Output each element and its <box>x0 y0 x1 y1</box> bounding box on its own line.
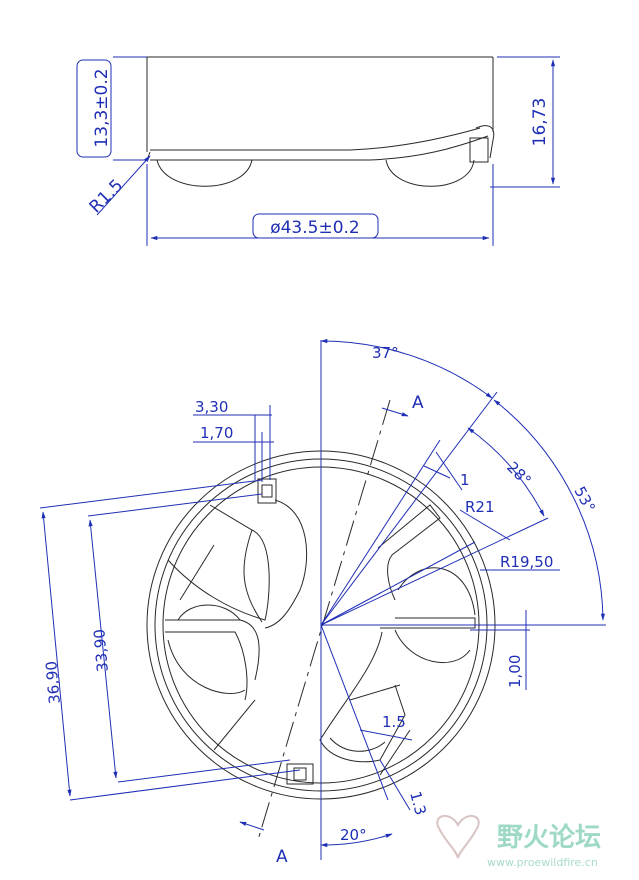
angle-20-label: 20° <box>340 826 367 844</box>
blade-upper-left <box>167 504 270 621</box>
angle-37-label: 37° <box>372 344 399 362</box>
angle-53-label: 53° <box>570 483 598 515</box>
dim-170-label: 1,70 <box>200 424 233 442</box>
clip-top <box>257 478 277 504</box>
r1950-label: R19,50 <box>500 553 553 571</box>
dim-3390-label: 33,90 <box>90 628 112 672</box>
blade-lower-tip <box>329 737 386 752</box>
watermark: 野火论坛 www.proewildfire.cn <box>436 815 601 869</box>
blade-right-sweep <box>394 629 471 664</box>
arc-28 <box>467 427 545 517</box>
dim-100-label: 1,00 <box>506 655 524 688</box>
linear-dimensions <box>39 405 560 811</box>
fillet-label: R1.5 <box>86 176 128 218</box>
section-label-top: A <box>412 393 424 413</box>
rib-2 <box>213 699 256 751</box>
angle-dimensions <box>320 338 606 848</box>
blade-lower <box>319 631 406 763</box>
arc-53 <box>493 399 606 621</box>
side-blade-left <box>156 159 253 187</box>
dim-15-label: 1.5 <box>382 713 406 731</box>
side-clip-curve <box>475 125 495 159</box>
rib-1 <box>179 544 215 601</box>
side-view-dimensions <box>76 56 560 246</box>
side-lip-upper <box>150 127 481 151</box>
blade-left-bottom <box>165 631 248 701</box>
side-view <box>146 56 495 187</box>
blade-left-top <box>165 619 260 681</box>
side-clip-block <box>469 137 489 163</box>
clip-bottom <box>286 763 314 785</box>
dim-3690-label: 36,90 <box>42 660 64 704</box>
side-lip-lower <box>150 135 489 161</box>
section-label-bottom: A <box>276 847 288 867</box>
blade-left-cap <box>177 604 241 621</box>
watermark-cn: 野火论坛 <box>497 823 601 853</box>
watermark-url: www.proewildfire.cn <box>487 856 598 869</box>
height-inner-label: 13,3±0.2 <box>92 68 112 147</box>
blade-right-dome <box>397 567 476 616</box>
arc-20 <box>320 833 393 848</box>
blade-right-upper <box>377 504 441 601</box>
dim-330-label: 3,30 <box>195 398 228 416</box>
blade-left-sweep <box>167 639 246 694</box>
blade-right-bar <box>380 617 476 629</box>
diameter-frame <box>252 213 379 239</box>
side-blade-right <box>385 159 475 187</box>
dim-13-label: 1.3 <box>406 789 430 817</box>
height-inner-frame <box>76 59 112 158</box>
dim-1-label: 1 <box>460 471 470 489</box>
watermark-butterfly-icon <box>436 815 480 859</box>
arc-37 <box>320 338 493 399</box>
center-lines <box>320 340 606 860</box>
height-total-label: 16,73 <box>530 98 550 147</box>
r21-label: R21 <box>465 498 495 516</box>
diameter-label: ø43.5±0.2 <box>270 218 360 238</box>
clip-top-inner <box>261 484 273 498</box>
blade-upper-left-hook <box>264 499 308 629</box>
blade-upper-left-curve <box>243 529 263 623</box>
blade-lower-line <box>349 684 401 701</box>
clip-bottom-inner <box>293 767 307 781</box>
